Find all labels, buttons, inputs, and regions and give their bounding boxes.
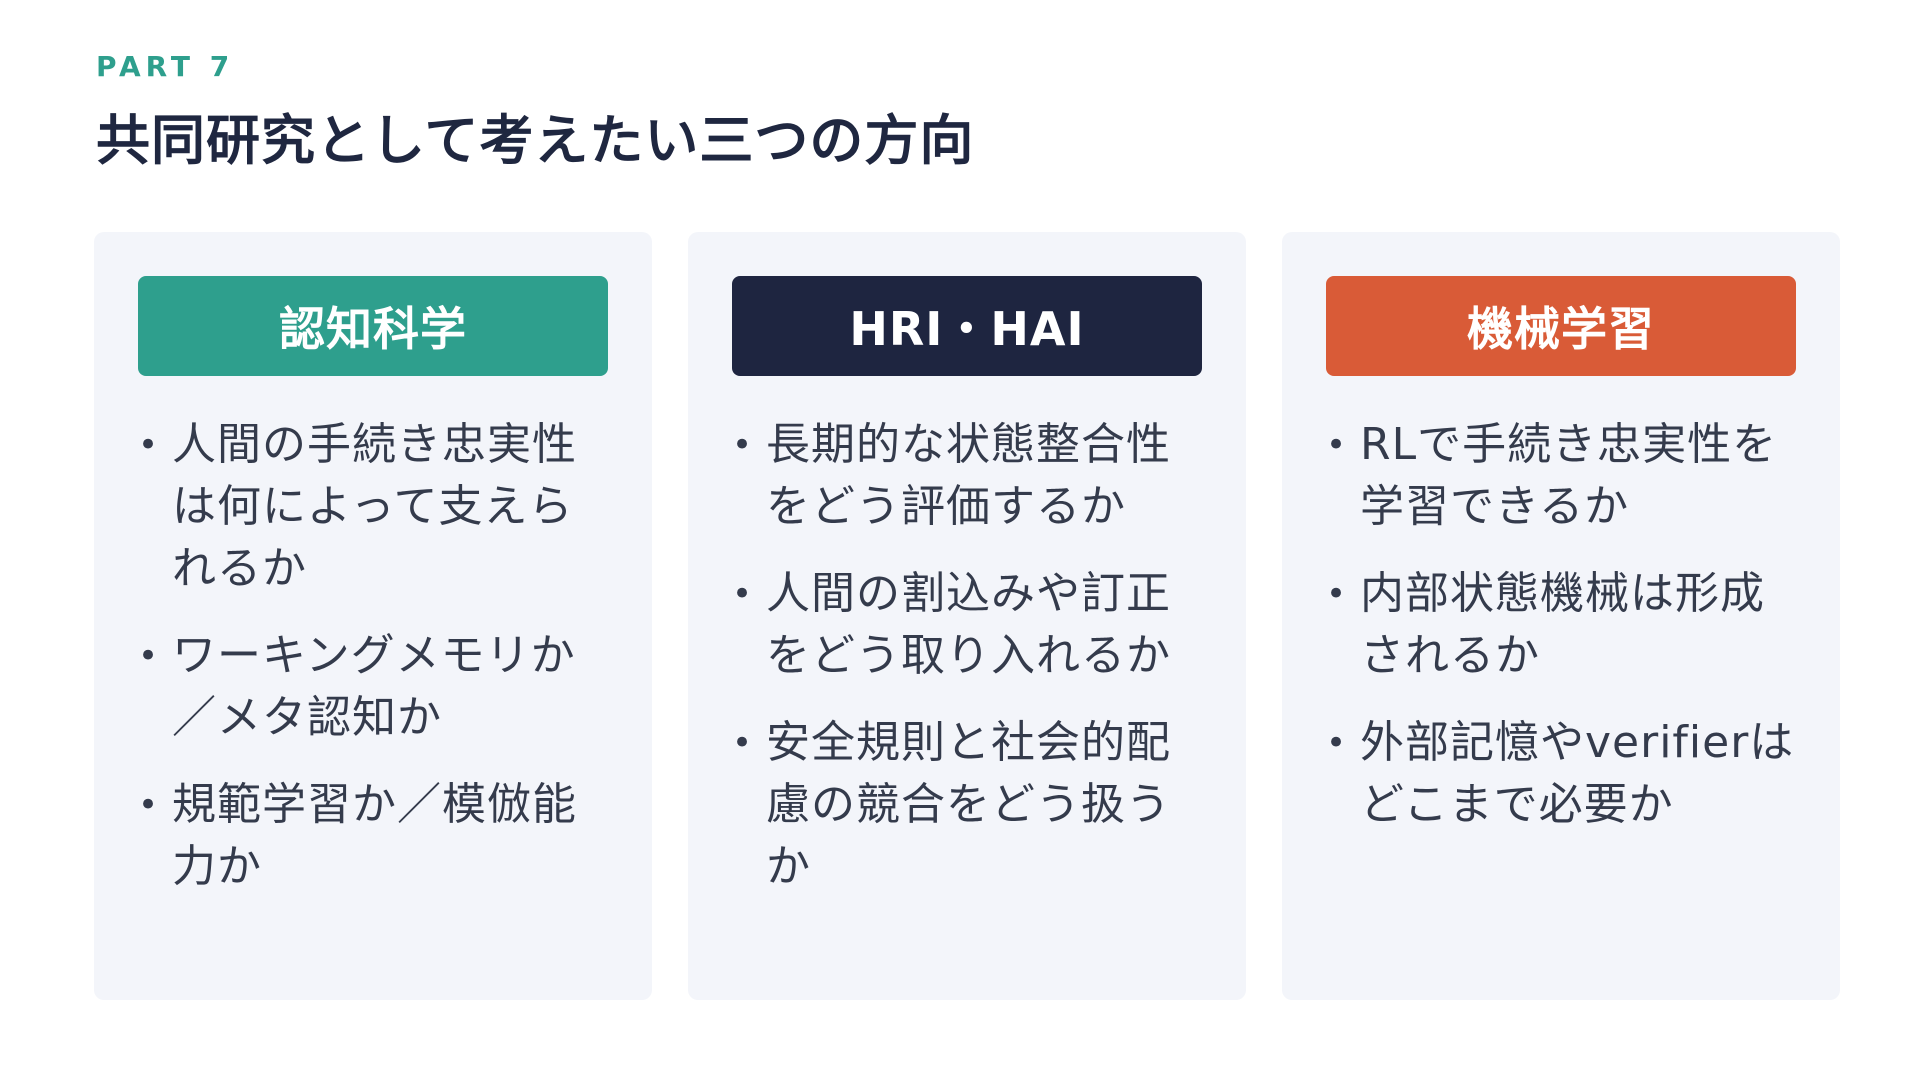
list-item: • 外部記憶やverifierはどこまで必要か (1326, 712, 1804, 836)
bullet-icon: • (138, 785, 160, 825)
list-item: • 人間の手続き忠実性は何によって支えられるか (138, 414, 616, 600)
bullet-icon: • (138, 636, 160, 676)
column-list-hri-hai: • 長期的な状態整合性をどう評価するか • 人間の割込みや訂正をどう取り入れるか •… (732, 414, 1210, 923)
list-item-text: 長期的な状態整合性をどう評価するか (766, 419, 1171, 532)
bullet-icon: • (732, 723, 754, 763)
list-item: • 規範学習か／模倣能力か (138, 774, 616, 898)
column-card-hri-hai: HRI・HAI • 長期的な状態整合性をどう評価するか • 人間の割込みや訂正をどう… (688, 232, 1246, 1000)
column-card-machine-learning: 機械学習 • RLで手続き忠実性を学習できるか • 内部状態機械は形成されるか • 外… (1282, 232, 1840, 1000)
slide-title: 共同研究として考えたい三つの方向 (96, 109, 975, 172)
list-item: • 内部状態機械は形成されるか (1326, 563, 1804, 687)
list-item: • ワーキングメモリか／メタ認知か (138, 625, 616, 749)
column-card-cognitive-science: 認知科学 • 人間の手続き忠実性は何によって支えられるか • ワーキングメモリか／メ… (94, 232, 652, 1000)
list-item-text: 安全規則と社会的配慮の競合をどう扱うか (766, 717, 1171, 892)
list-item: • 長期的な状態整合性をどう評価するか (732, 414, 1210, 538)
column-list-machine-learning: • RLで手続き忠実性を学習できるか • 内部状態機械は形成されるか • 外部記憶やv… (1326, 414, 1804, 861)
list-item-text: RLで手続き忠実性を学習できるか (1360, 419, 1778, 532)
list-item: • 安全規則と社会的配慮の競合をどう扱うか (732, 712, 1210, 898)
list-item-text: 外部記憶やverifierはどこまで必要か (1360, 717, 1795, 830)
column-header-cognitive-science: 認知科学 (138, 276, 608, 376)
bullet-icon: • (1326, 425, 1348, 465)
list-item: • 人間の割込みや訂正をどう取り入れるか (732, 563, 1210, 687)
list-item-text: 人間の割込みや訂正をどう取り入れるか (766, 568, 1171, 681)
column-header-hri-hai: HRI・HAI (732, 276, 1202, 376)
list-item-text: 規範学習か／模倣能力か (172, 779, 577, 892)
bullet-icon: • (732, 425, 754, 465)
bullet-icon: • (732, 574, 754, 614)
bullet-icon: • (138, 425, 160, 465)
section-eyebrow: PART 7 (96, 50, 235, 83)
list-item-text: ワーキングメモリか／メタ認知か (172, 630, 576, 743)
bullet-icon: • (1326, 574, 1348, 614)
bullet-icon: • (1326, 723, 1348, 763)
list-item-text: 内部状態機械は形成されるか (1360, 568, 1765, 681)
list-item-text: 人間の手続き忠実性は何によって支えられるか (172, 419, 577, 594)
column-list-cognitive-science: •人間の手続き忠実性は何によって支えられるか •ワーキングメモリか／メタ認知か … (138, 414, 616, 923)
column-header-machine-learning: 機械学習 (1326, 276, 1796, 376)
list-item: • RLで手続き忠実性を学習できるか (1326, 414, 1804, 538)
